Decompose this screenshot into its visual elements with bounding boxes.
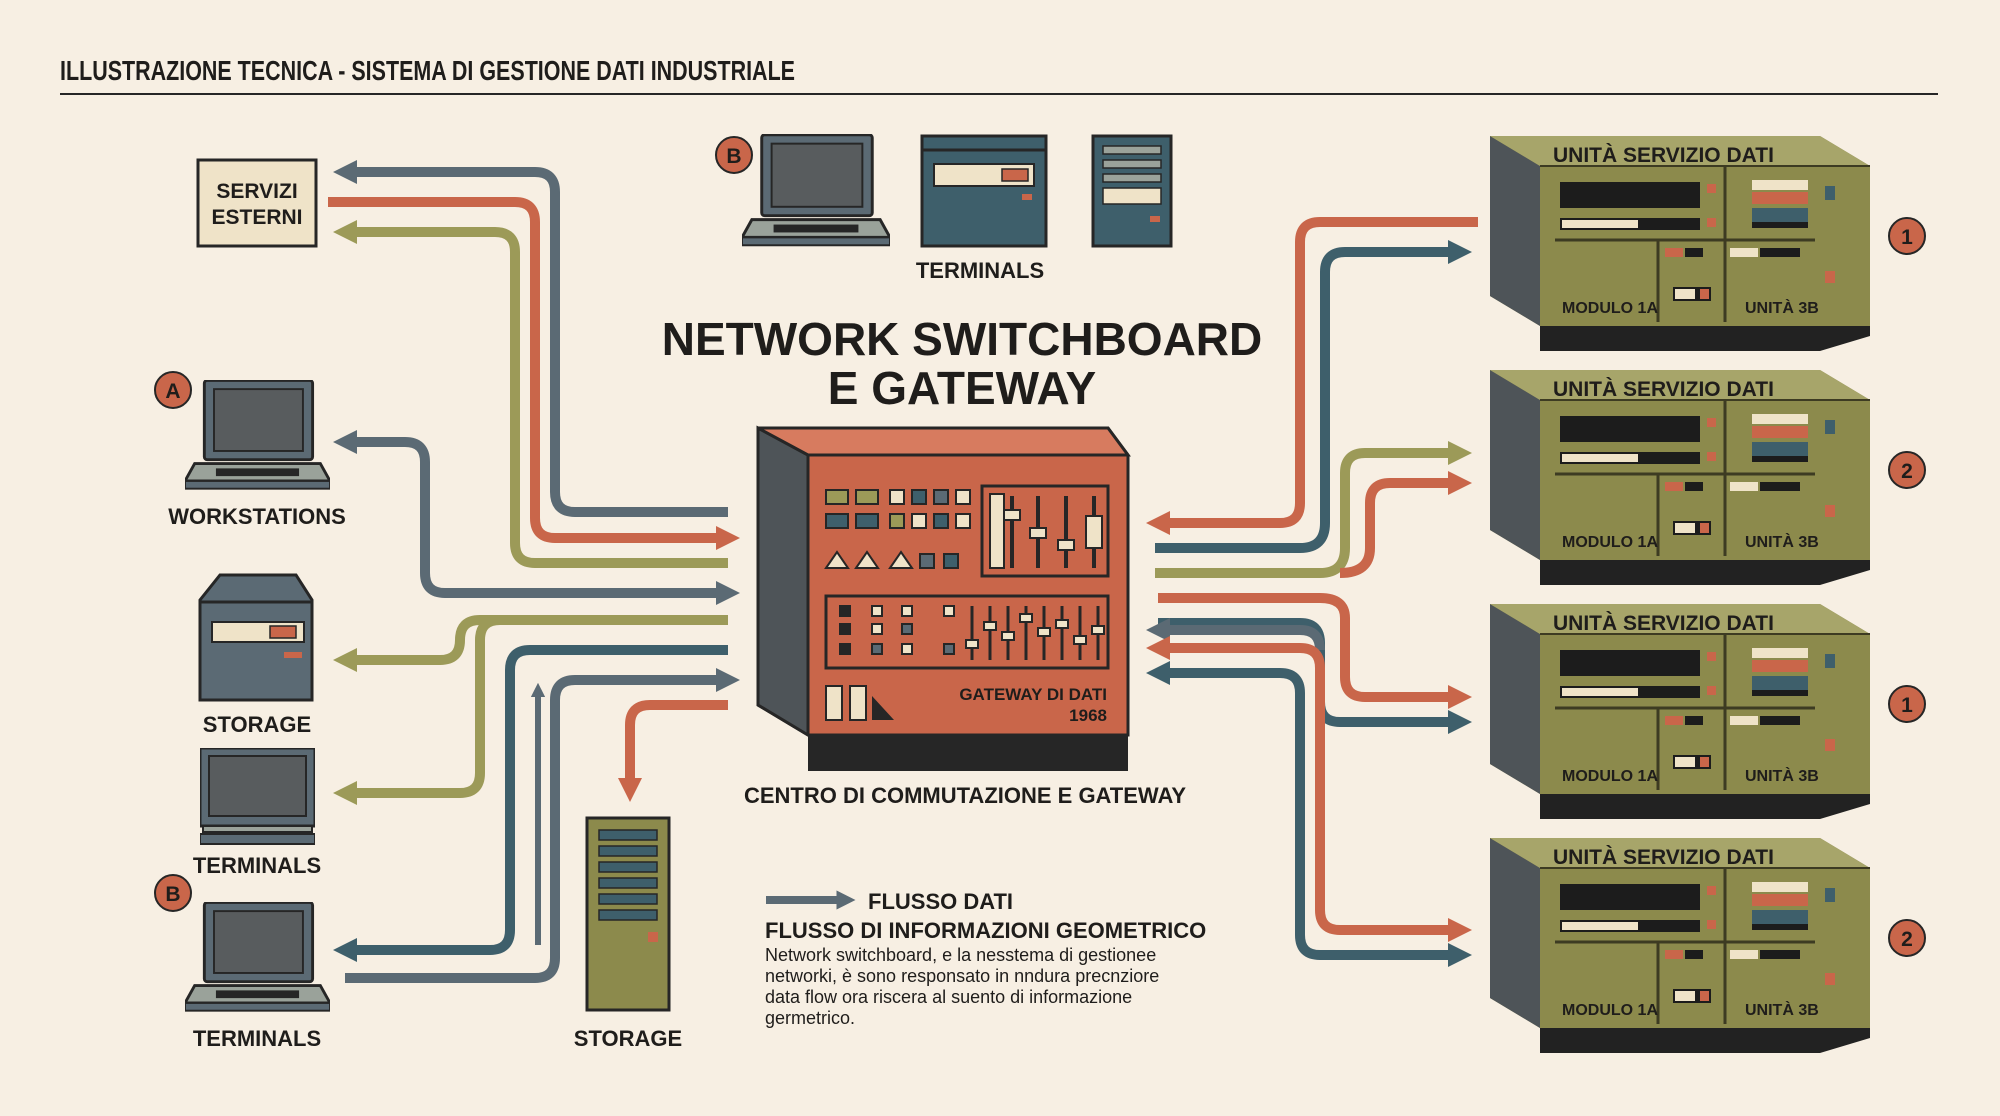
flow-terminals-mid <box>332 615 728 806</box>
data-unit-2: UNITÀ SERVIZIO DATI MODULO 1A UNITÀ 3B 2 <box>1490 370 1926 585</box>
flow-unit2-olive <box>1155 440 1473 578</box>
unit-badge-label: 1 <box>1901 226 1913 249</box>
servizi-label-line1: SERVIZI <box>216 180 297 203</box>
unit-title: UNITÀ SERVIZIO DATI <box>1553 144 1774 167</box>
flow-storage-tower <box>617 700 728 803</box>
unit-title: UNITÀ SERVIZIO DATI <box>1553 612 1774 635</box>
servizi-esterni-box: SERVIZI ESTERNI <box>196 158 318 248</box>
legend: FLUSSO DATI FLUSSO DI INFORMAZIONI GEOME… <box>765 889 1206 1028</box>
data-unit-4: UNITÀ SERVIZIO DATI MODULO 1A UNITÀ 3B 2 <box>1490 838 1926 1053</box>
data-unit-icon <box>1490 838 1870 1053</box>
terminal-box-icon <box>920 134 1048 248</box>
flow-terminals-bottom-teal <box>332 645 728 963</box>
data-unit-icon <box>1490 136 1870 351</box>
flow-unit2-orange <box>1339 470 1473 578</box>
terminal-bottom: B TERMINALS <box>154 874 330 1051</box>
unit-title: UNITÀ SERVIZIO DATI <box>1553 846 1774 869</box>
unit-title: UNITÀ SERVIZIO DATI <box>1553 378 1774 401</box>
terminal-mid: TERMINALS <box>193 748 321 878</box>
unit-module-right: UNITÀ 3B <box>1745 766 1819 785</box>
gateway-plate-line2: 1968 <box>1069 706 1107 725</box>
unit-badge-icon <box>1888 919 1926 957</box>
workstations-label: WORKSTATIONS <box>168 504 346 529</box>
data-unit-icon <box>1490 370 1870 585</box>
data-unit-1: UNITÀ SERVIZIO DATI MODULO 1A UNITÀ 3B 1 <box>1490 136 1926 351</box>
switchboard-console: GATEWAY DI DATI 1968 <box>756 425 1131 771</box>
unit-module-left: MODULO 1A <box>1562 534 1658 551</box>
flow-unit4-teal <box>1145 660 1473 968</box>
legend-body-line4: germetrico. <box>765 1008 855 1028</box>
laptop-icon <box>185 380 330 491</box>
data-unit-3: UNITÀ SERVIZIO DATI MODULO 1A UNITÀ 3B 1 <box>1490 604 1926 819</box>
unit-badge-icon <box>1888 217 1926 255</box>
unit-badge-label: 1 <box>1901 694 1913 717</box>
unit-badge-label: 2 <box>1901 460 1913 483</box>
storage-tower-label: STORAGE <box>574 1026 682 1051</box>
terminals-bottom-label: TERMINALS <box>193 1026 321 1051</box>
legend-body-line1: Network switchboard, e la nesstema di ge… <box>765 945 1156 965</box>
unit-badge-icon <box>1888 685 1926 723</box>
flow-workstations <box>332 429 741 606</box>
terminals-mid-label: TERMINALS <box>193 853 321 878</box>
unit-module-left: MODULO 1A <box>1562 300 1658 317</box>
flow-terminals-bottom-slate <box>345 667 741 983</box>
unit-badge-label: 2 <box>1901 928 1913 951</box>
workstation-laptop: A WORKSTATIONS <box>154 371 346 529</box>
storage-left-label: STORAGE <box>203 712 311 737</box>
unit-module-left: MODULO 1A <box>1562 1002 1658 1019</box>
laptop-icon <box>185 902 330 1013</box>
unit-badge-icon <box>1888 451 1926 489</box>
flow-storage <box>332 615 728 673</box>
top-terminals: B TERMINALS <box>715 134 1173 283</box>
switchboard-title-line2: E GATEWAY <box>828 362 1096 414</box>
storage-tower: STORAGE <box>574 816 682 1051</box>
left-flow-lines <box>328 159 741 983</box>
top-terminals-label: TERMINALS <box>916 258 1044 283</box>
switchboard-title-line1: NETWORK SWITCHBOARD <box>662 313 1263 365</box>
flow-servizi-orange <box>328 197 741 551</box>
storage-unit-left: STORAGE <box>198 573 314 737</box>
servizi-label-line2: ESTERNI <box>211 206 302 229</box>
switchboard-caption: CENTRO DI COMMUTAZIONE E GATEWAY <box>744 783 1186 808</box>
flow-unit1-orange <box>1145 217 1478 536</box>
badge-b-top-label: B <box>726 145 741 168</box>
header-title: ILLUSTRAZIONE TECNICA - SISTEMA DI GESTI… <box>60 55 795 86</box>
legend-body-line3: data flow ora riscera al suento di infor… <box>765 987 1132 1007</box>
monitor-icon <box>200 748 315 846</box>
unit-module-right: UNITÀ 3B <box>1745 298 1819 317</box>
unit-module-right: UNITÀ 3B <box>1745 1000 1819 1019</box>
legend-arrow-label: FLUSSO DATI <box>868 889 1013 914</box>
data-unit-icon <box>1490 604 1870 819</box>
badge-b-label: B <box>165 883 180 906</box>
flow-unit1-teal <box>1155 239 1473 553</box>
right-flow-lines <box>1145 217 1478 968</box>
tower-icon <box>1091 134 1173 248</box>
badge-a-icon <box>154 371 192 409</box>
unit-module-left: MODULO 1A <box>1562 768 1658 785</box>
badge-b-icon <box>154 874 192 912</box>
badge-a-label: A <box>165 380 180 403</box>
legend-body-line2: networki, è sono responsato in nndura pr… <box>765 966 1159 986</box>
laptop-icon <box>742 134 890 247</box>
badge-b-top-icon <box>715 136 753 174</box>
unit-module-right: UNITÀ 3B <box>1745 532 1819 551</box>
gateway-plate-line1: GATEWAY DI DATI <box>959 685 1107 704</box>
flow-unit4-orange <box>1145 635 1473 943</box>
legend-heading: FLUSSO DI INFORMAZIONI GEOMETRICO <box>765 918 1206 943</box>
